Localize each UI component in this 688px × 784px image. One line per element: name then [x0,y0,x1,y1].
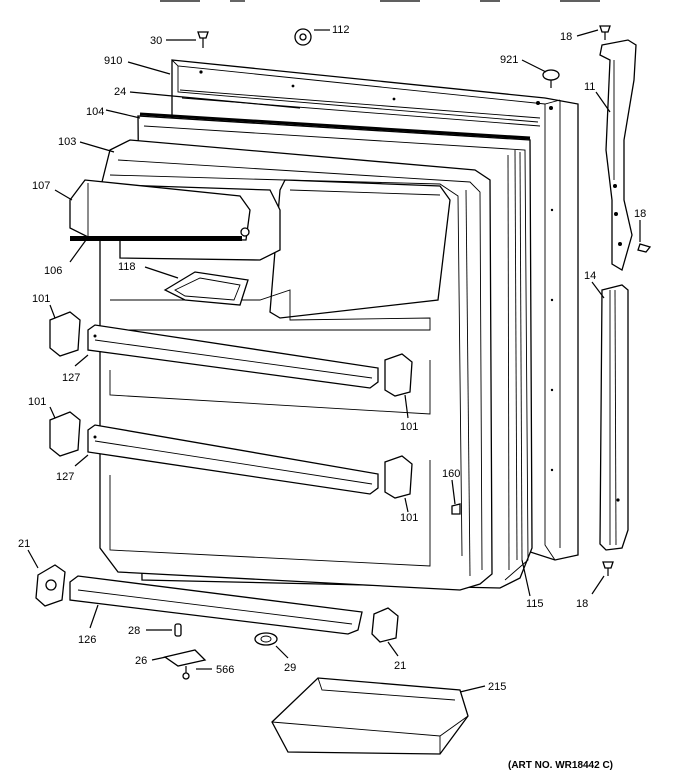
callout-215: 215 [488,681,506,693]
door-shelf-lower [87,424,431,567]
side-trim [599,284,629,551]
door-bar [69,575,363,635]
callout-11: 11 [584,81,595,93]
callout-28: 28 [128,625,140,637]
callout-18-top: 18 [560,31,572,43]
callout-30: 30 [150,35,162,47]
door-hinge [599,39,637,271]
egg-tray [163,271,249,306]
shelf-end-caps [49,311,413,499]
callout-910: 910 [104,55,122,67]
callout-21-right: 21 [394,660,406,672]
callout-118: 118 [118,261,136,273]
callout-127-lower: 127 [56,471,74,483]
callout-24: 24 [114,86,126,98]
callout-14: 14 [584,270,596,282]
dairy-door [69,179,251,241]
door-bin [271,677,469,755]
bin-bracket-left [35,564,66,607]
callout-101-upper-left: 101 [32,293,50,305]
callout-103: 103 [58,136,76,148]
leader-lines [27,29,641,693]
art-number: (ART NO. WR18442 C) [508,760,613,771]
callout-18-right: 18 [634,208,646,220]
callout-107: 107 [32,180,50,192]
callout-21-left: 21 [18,538,30,550]
callout-106: 106 [44,265,62,277]
callout-101-upper-right: 101 [400,421,418,433]
callout-29: 29 [284,662,296,674]
callout-101-lower-left: 101 [28,396,46,408]
callout-112: 112 [332,24,350,36]
small-hardware [197,25,652,576]
callout-126: 126 [78,634,96,646]
callout-26: 26 [135,655,147,667]
callout-18-bottom: 18 [576,598,588,610]
bin-bracket-right [371,607,399,643]
callout-160: 160 [442,468,460,480]
door-shelf-upper [87,324,431,415]
callout-101-lower-right: 101 [400,512,418,524]
callout-921: 921 [500,54,518,66]
callout-104: 104 [86,106,104,118]
callout-566: 566 [216,664,234,676]
callout-115: 115 [526,598,544,610]
bottom-hardware [163,623,278,680]
callout-127-upper: 127 [62,372,80,384]
callout-labels: 30 112 18 910 921 24 11 104 103 107 18 1… [18,24,646,771]
